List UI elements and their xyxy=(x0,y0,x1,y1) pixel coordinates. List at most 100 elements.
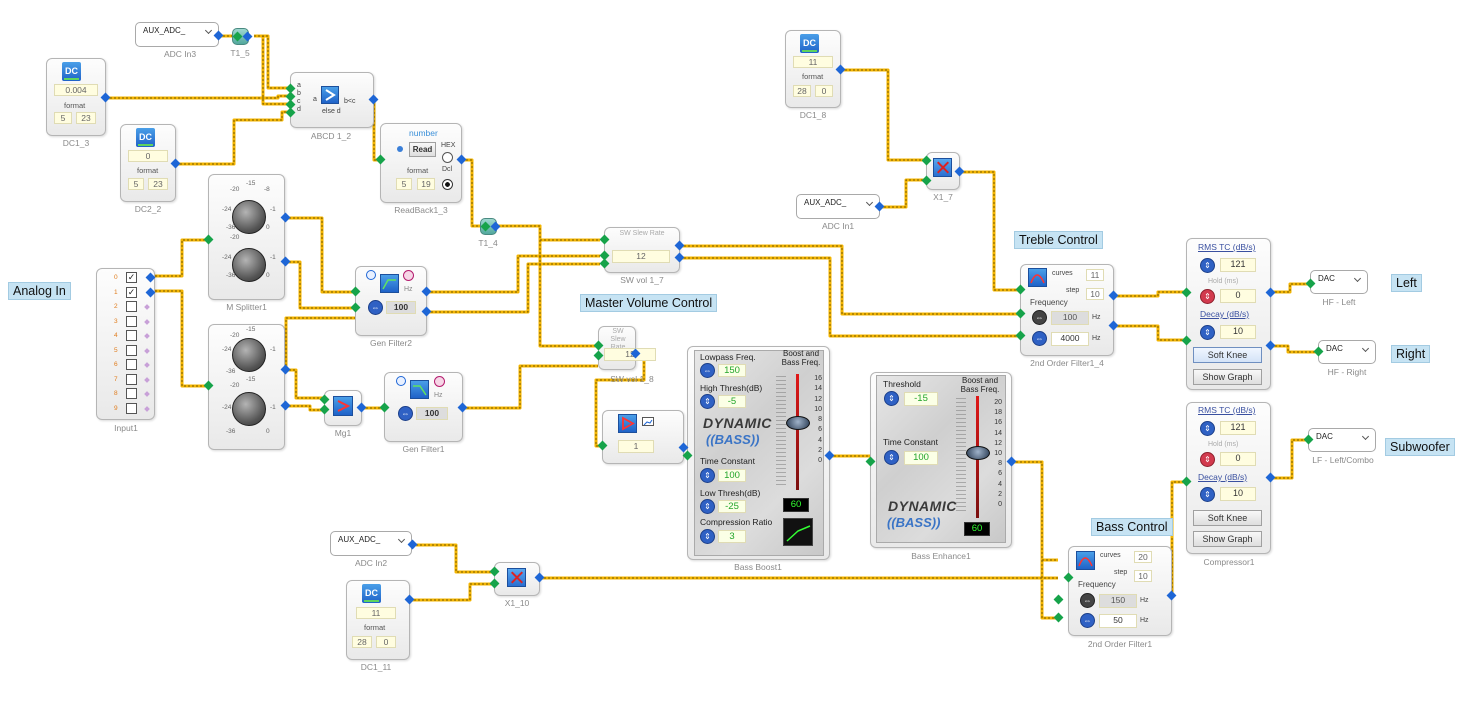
top-soft-knee-button[interactable]: Soft Knee xyxy=(1193,347,1262,363)
top-hold-value[interactable]: 0 xyxy=(1220,289,1256,303)
splitter-knob-4[interactable] xyxy=(232,392,266,426)
treble-freq1-arrows-icon[interactable]: ⇔ xyxy=(1032,310,1047,325)
threshold-value[interactable]: -15 xyxy=(904,392,938,406)
show-graph-button[interactable]: Show Graph xyxy=(1193,531,1262,547)
dc2-2-value[interactable]: 0 xyxy=(128,150,168,162)
power-icon[interactable] xyxy=(366,270,376,280)
decay-label[interactable]: Decay (dB/s) xyxy=(1198,472,1248,482)
treble-step-value[interactable]: 10 xyxy=(1086,288,1104,300)
top-rms-tc-label[interactable]: RMS TC (dB/s) xyxy=(1198,242,1256,252)
bb-fader-handle[interactable] xyxy=(786,416,810,430)
input1-channel-checkbox[interactable] xyxy=(126,402,137,414)
power-icon[interactable] xyxy=(396,376,406,386)
input1-channel-checkbox[interactable] xyxy=(126,301,137,312)
top-show-graph-button[interactable]: Show Graph xyxy=(1193,369,1262,385)
bass-freq2-value[interactable]: 50 xyxy=(1099,614,1137,628)
input1-channel-checkbox[interactable]: ✓ xyxy=(126,272,137,283)
hold-value[interactable]: 0 xyxy=(1220,452,1256,466)
splitter-knob-3[interactable] xyxy=(232,338,266,372)
gain-value[interactable]: 1 xyxy=(618,440,654,453)
hf-right-dac-dropdown[interactable]: DAC xyxy=(1318,340,1376,364)
top-hold-updown-icon[interactable]: ⇕ xyxy=(1200,289,1215,304)
treble-curves-value[interactable]: 11 xyxy=(1086,269,1104,281)
readback-format-1[interactable]: 5 xyxy=(396,178,412,190)
dc1-3-value[interactable]: 0.004 xyxy=(54,84,98,96)
high-thresh-updown-icon[interactable]: ⇕ xyxy=(700,394,715,409)
bass-step-value[interactable]: 10 xyxy=(1134,570,1152,582)
adc-in1-dropdown[interactable]: AUX_ADC_ xyxy=(796,194,880,219)
lowpass-arrows-icon[interactable]: ⇔ xyxy=(700,363,715,378)
input1-channel-checkbox[interactable] xyxy=(126,344,137,356)
dc1-3-format-1[interactable]: 5 xyxy=(54,112,72,124)
sw-vol-1-7-value[interactable]: 12 xyxy=(612,250,670,263)
bb-time-constant-value[interactable]: 100 xyxy=(718,469,746,482)
dc1-8-format-2[interactable]: 0 xyxy=(815,85,833,97)
dc1-8-format-1[interactable]: 28 xyxy=(793,85,811,97)
wave-icon[interactable] xyxy=(403,270,414,281)
hex-radio[interactable] xyxy=(442,152,453,163)
input1-channel-checkbox[interactable] xyxy=(126,330,137,341)
top-decay-value[interactable]: 10 xyxy=(1220,325,1256,339)
bass-freq1-value[interactable]: 150 xyxy=(1099,594,1137,608)
hf-left-dac-dropdown[interactable]: DAC xyxy=(1310,270,1368,294)
input1-channel-checkbox[interactable]: ✓ xyxy=(126,286,137,298)
lf-left-combo-dac-dropdown[interactable]: DAC xyxy=(1308,428,1376,452)
merge-icon xyxy=(333,396,353,416)
rms-updown-icon[interactable]: ⇕ xyxy=(1200,421,1215,436)
top-rms-value[interactable]: 121 xyxy=(1220,258,1256,272)
m-splitter-bottom-block[interactable] xyxy=(208,324,285,450)
readback-format-2[interactable]: 19 xyxy=(417,178,435,190)
top-rms-updown-icon[interactable]: ⇕ xyxy=(1200,258,1215,273)
splitter-knob-1[interactable] xyxy=(232,200,266,234)
compression-value[interactable]: 3 xyxy=(718,530,746,543)
dc1-11-format-1[interactable]: 28 xyxy=(352,636,372,648)
bass-freq2-arrows-icon[interactable]: ⇔ xyxy=(1080,613,1095,628)
threshold-updown-icon[interactable]: ⇕ xyxy=(884,391,899,406)
graph-icon[interactable] xyxy=(642,417,654,426)
bass-curves-value[interactable]: 20 xyxy=(1134,551,1152,563)
decay-value[interactable]: 10 xyxy=(1220,487,1256,501)
adc-in2-dropdown[interactable]: AUX_ADC_ xyxy=(330,531,412,556)
be-time-constant-updown-icon[interactable]: ⇕ xyxy=(884,450,899,465)
dc1-3-format-2[interactable]: 23 xyxy=(76,112,96,124)
treble-freq2-value[interactable]: 4000 xyxy=(1051,332,1089,346)
input1-channel-checkbox[interactable] xyxy=(126,359,137,370)
caption-m-splitter1: M Splitter1 xyxy=(226,302,267,312)
be-fader-handle[interactable] xyxy=(966,446,990,460)
bb-time-constant-updown-icon[interactable]: ⇕ xyxy=(700,468,715,483)
frequency-arrows-icon[interactable]: ⇔ xyxy=(398,406,413,421)
input1-channel-checkbox[interactable] xyxy=(126,388,137,399)
treble-freq2-arrows-icon[interactable]: ⇔ xyxy=(1032,331,1047,346)
compression-updown-icon[interactable]: ⇕ xyxy=(700,529,715,544)
frequency-arrows-icon[interactable]: ⇔ xyxy=(368,300,383,315)
top-decay-updown-icon[interactable]: ⇕ xyxy=(1200,325,1215,340)
low-thresh-value[interactable]: -25 xyxy=(718,500,746,513)
lowpass-value[interactable]: 150 xyxy=(718,364,746,377)
soft-knee-button[interactable]: Soft Knee xyxy=(1193,510,1262,526)
dc1-11-format-2[interactable]: 0 xyxy=(376,636,396,648)
gen-filter1-value[interactable]: 100 xyxy=(416,407,448,420)
dc2-2-format-1[interactable]: 5 xyxy=(128,178,144,190)
bass-freq1-arrows-icon[interactable]: ⇔ xyxy=(1080,593,1095,608)
adc-in3-dropdown[interactable]: AUX_ADC_ xyxy=(135,22,219,47)
hold-updown-icon[interactable]: ⇕ xyxy=(1200,452,1215,467)
read-button[interactable]: Read xyxy=(409,142,436,157)
rms-tc-label[interactable]: RMS TC (dB/s) xyxy=(1198,405,1256,415)
input1-channel-checkbox[interactable] xyxy=(126,373,137,385)
low-thresh-updown-icon[interactable]: ⇕ xyxy=(700,499,715,514)
gen-filter2-value[interactable]: 100 xyxy=(386,301,416,314)
dc1-8-value[interactable]: 11 xyxy=(793,56,833,68)
dc2-2-format-2[interactable]: 23 xyxy=(148,178,168,190)
dc1-11-value[interactable]: 11 xyxy=(356,607,396,619)
top-decay-label[interactable]: Decay (dB/s) xyxy=(1200,309,1250,319)
decay-updown-icon[interactable]: ⇕ xyxy=(1200,487,1215,502)
be-time-constant-value[interactable]: 100 xyxy=(904,451,938,465)
wave-icon[interactable] xyxy=(434,376,445,387)
treble-freq1-value[interactable]: 100 xyxy=(1051,311,1089,325)
high-thresh-value[interactable]: -5 xyxy=(718,395,746,408)
sw-vol-1-8-value[interactable]: 12 xyxy=(604,348,656,361)
rms-value[interactable]: 121 xyxy=(1220,421,1256,435)
dec-radio[interactable] xyxy=(442,179,453,190)
splitter-knob-2[interactable] xyxy=(232,248,266,282)
input1-channel-checkbox[interactable] xyxy=(126,315,137,327)
